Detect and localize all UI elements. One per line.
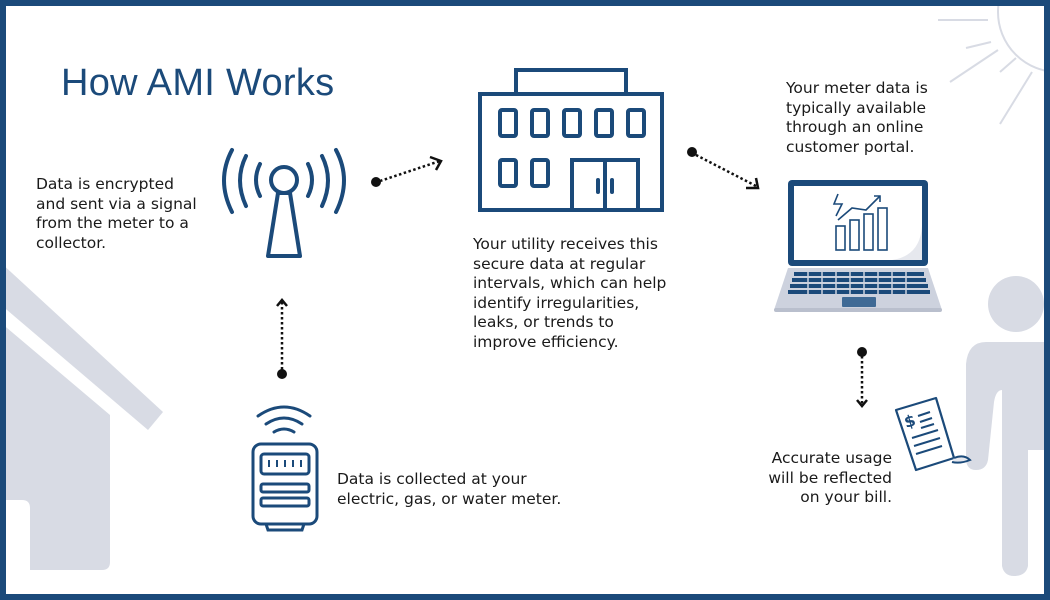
connector-arrow-down-right [687, 147, 760, 190]
antenna-tower-icon [222, 148, 346, 258]
connector-arrow-up [276, 298, 288, 379]
connector-arrow-right [371, 155, 443, 187]
connector-arrow-down [856, 347, 868, 408]
sun-icon [938, 6, 1044, 125]
page-title: How AMI Works [61, 62, 335, 104]
electric-meter-icon [251, 405, 319, 532]
utility-building-icon [478, 68, 664, 212]
step-portal-text: Your meter data is typically available t… [786, 79, 928, 156]
step-bill-text: Accurate usage will be reflected on your… [768, 449, 892, 506]
person-silhouette-icon [966, 276, 1044, 576]
laptop-chart-icon [774, 180, 942, 312]
step-utility-text: Your utility receives this secure data a… [473, 235, 667, 351]
house-silhouette-icon [6, 267, 163, 570]
svg-text:$: $ [902, 411, 918, 432]
bill-icon: $ [894, 396, 972, 472]
step-signal-text: Data is encrypted and sent via a signal … [36, 175, 197, 252]
step-meter-text: Data is collected at your electric, gas,… [337, 470, 562, 508]
